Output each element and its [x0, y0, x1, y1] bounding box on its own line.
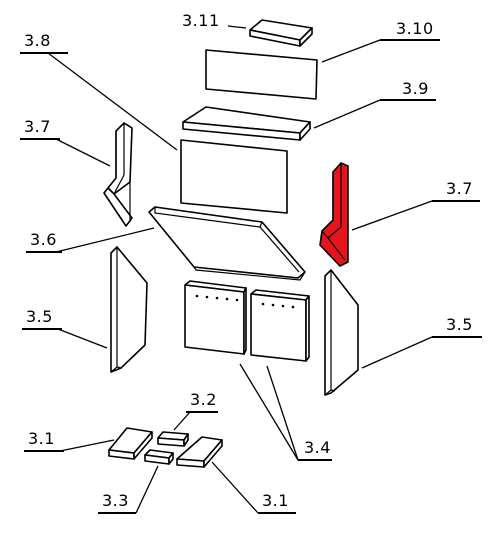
- label-3-7-left: 3.7: [20, 117, 111, 167]
- part-3-5-left: [110, 246, 148, 373]
- label-3-1-right: 3.1: [211, 461, 296, 514]
- label-3-7-right: 3.7: [351, 179, 480, 231]
- bolt-dot: [205, 295, 209, 299]
- label-3-5-right-text: 3.5: [446, 315, 473, 334]
- leader-3-1-right: [211, 461, 259, 514]
- leader-3-6: [55, 227, 155, 253]
- label-3-4: 3.4: [239, 363, 332, 461]
- label-3-3: 3.3: [98, 465, 159, 514]
- label-3-4-text: 3.4: [304, 438, 331, 457]
- bolt-dot: [215, 296, 219, 300]
- bolt-dot: [271, 303, 275, 307]
- leader-3-10: [321, 39, 381, 63]
- label-3-8-text: 3.8: [24, 31, 51, 50]
- part-3-10: [205, 49, 318, 100]
- label-3-9: 3.9: [313, 79, 436, 129]
- part-3-2: [157, 431, 189, 447]
- part-3-8: [180, 139, 288, 214]
- leader-3-5-right: [361, 336, 433, 369]
- part-3-3: [144, 449, 174, 465]
- label-3-7-left-text: 3.7: [24, 117, 51, 136]
- label-3-9-text: 3.9: [402, 79, 429, 98]
- part-3-6: [148, 206, 306, 281]
- label-3-2: 3.2: [173, 390, 218, 431]
- label-3-1-left-text: 3.1: [28, 429, 55, 448]
- bolt-dot: [291, 305, 295, 309]
- leader-3-4-a: [239, 363, 299, 461]
- leader-3-7-left: [55, 138, 111, 167]
- bolt-dot: [281, 304, 285, 308]
- leader-3-9: [313, 99, 381, 129]
- part-3-11: [249, 19, 313, 47]
- bolt-dot: [261, 302, 265, 306]
- label-3-10-text: 3.10: [396, 19, 434, 38]
- label-3-11-text: 3.11: [182, 11, 220, 30]
- label-3-8: 3.8: [20, 31, 178, 151]
- part-3-9: [182, 106, 311, 141]
- label-3-3-text: 3.3: [102, 491, 129, 510]
- leader-3-11: [227, 25, 247, 29]
- leader-3-5-left: [57, 328, 108, 349]
- part-3-7-right-highlighted: [319, 162, 349, 267]
- label-3-2-text: 3.2: [190, 390, 217, 409]
- leader-3-8: [47, 52, 178, 151]
- part-3-1-right: [176, 436, 223, 468]
- label-3-6: 3.6: [26, 227, 155, 253]
- label-3-1-left: 3.1: [24, 429, 115, 452]
- leader-3-7-right: [351, 200, 433, 231]
- label-3-11: 3.11: [182, 11, 247, 30]
- label-3-5-left-text: 3.5: [26, 307, 53, 326]
- part-3-7-left: [103, 122, 133, 227]
- part-3-1-left: [108, 427, 153, 460]
- label-3-5-left: 3.5: [22, 307, 108, 349]
- leader-3-3: [135, 465, 159, 514]
- label-3-6-text: 3.6: [30, 230, 57, 249]
- part-3-4-left-brick: [184, 280, 247, 355]
- label-3-10: 3.10: [321, 19, 440, 63]
- leader-3-1-left: [59, 439, 115, 452]
- leader-3-2: [173, 411, 191, 431]
- part-3-4-right-brick: [250, 289, 310, 362]
- bolt-dot: [195, 294, 199, 298]
- label-3-1-right-text: 3.1: [262, 491, 289, 510]
- bolt-dot: [225, 297, 229, 301]
- bolt-dot: [235, 298, 239, 302]
- label-3-5-right: 3.5: [361, 315, 482, 369]
- leader-3-4-b: [266, 365, 299, 461]
- part-3-5-right: [324, 269, 359, 396]
- label-3-7-right-text: 3.7: [446, 179, 473, 198]
